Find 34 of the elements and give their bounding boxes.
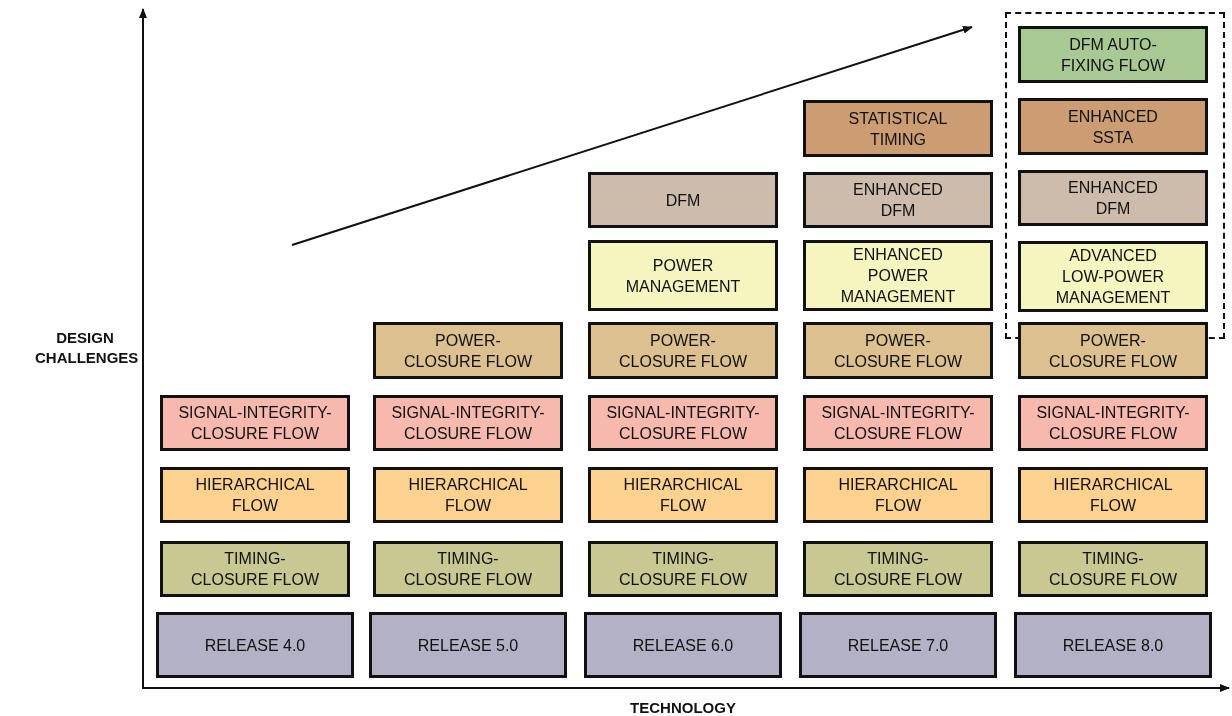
feature-box: POWER MANAGEMENT (588, 240, 778, 311)
feature-box: ENHANCED DFM (803, 172, 993, 228)
feature-box: SIGNAL-INTEGRITY-CLOSURE FLOW (588, 395, 778, 451)
feature-box: SIGNAL-INTEGRITY-CLOSURE FLOW (803, 395, 993, 451)
feature-box: DFM (588, 172, 778, 228)
feature-box: POWER-CLOSURE FLOW (803, 322, 993, 379)
feature-box: DFM AUTO-FIXING FLOW (1018, 26, 1208, 83)
axis-label: TECHNOLOGY (629, 698, 737, 716)
feature-box: POWER-CLOSURE FLOW (373, 322, 563, 379)
feature-box: HIERARCHICAL FLOW (1018, 467, 1208, 523)
feature-box: HIERARCHICAL FLOW (373, 467, 563, 523)
feature-box: POWER-CLOSURE FLOW (1018, 322, 1208, 379)
feature-box: TIMING-CLOSURE FLOW (1018, 541, 1208, 597)
feature-box: TIMING-CLOSURE FLOW (373, 541, 563, 597)
feature-box: ENHANCED POWER MANAGEMENT (803, 240, 993, 311)
release-box: RELEASE 4.0 (156, 612, 354, 678)
feature-box: SIGNAL-INTEGRITY-CLOSURE FLOW (1018, 395, 1208, 451)
feature-box: ENHANCED DFM (1018, 170, 1208, 226)
feature-box: HIERARCHICAL FLOW (803, 467, 993, 523)
feature-box: SIGNAL-INTEGRITY-CLOSURE FLOW (373, 395, 563, 451)
feature-box: TIMING-CLOSURE FLOW (160, 541, 350, 597)
feature-box: TIMING-CLOSURE FLOW (803, 541, 993, 597)
release-box: RELEASE 7.0 (799, 612, 997, 678)
feature-box: POWER-CLOSURE FLOW (588, 322, 778, 379)
feature-box: ADVANCED LOW-POWER MANAGEMENT (1018, 241, 1208, 312)
feature-box: HIERARCHICAL FLOW (588, 467, 778, 523)
feature-box: SIGNAL-INTEGRITY-CLOSURE FLOW (160, 395, 350, 451)
release-box: RELEASE 8.0 (1014, 612, 1212, 678)
feature-box: ENHANCED SSTA (1018, 98, 1208, 155)
release-box: RELEASE 5.0 (369, 612, 567, 678)
feature-box: HIERARCHICAL FLOW (160, 467, 350, 523)
release-box: RELEASE 6.0 (584, 612, 782, 678)
feature-box: TIMING-CLOSURE FLOW (588, 541, 778, 597)
feature-box: STATISTICAL TIMING (803, 100, 993, 157)
